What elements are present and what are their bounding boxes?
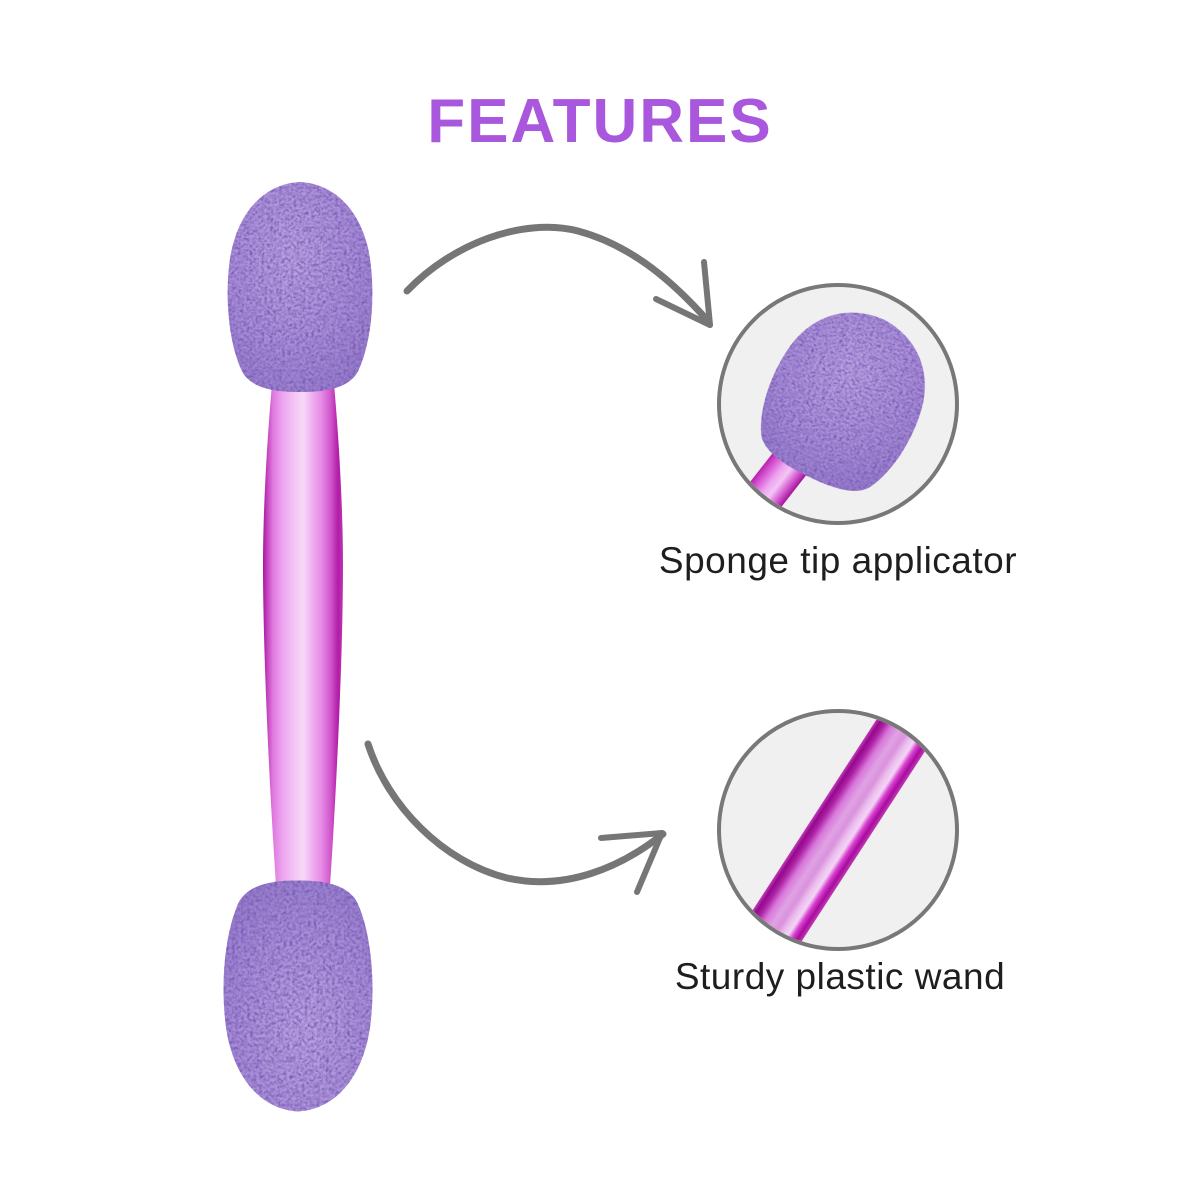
page-title: FEATURES (427, 87, 773, 156)
sponge-tip-top (227, 182, 373, 392)
arrow-to-wand-callout (364, 740, 667, 895)
arrow-to-sponge-callout (403, 223, 713, 328)
closeup-wand-rod (723, 713, 953, 947)
plastic-wand (263, 384, 343, 886)
callout-label-wand: Sturdy plastic wand (674, 956, 1006, 997)
callout-circle-wand (717, 709, 959, 951)
callout-label-sponge-tip: Sponge tip applicator (658, 540, 1018, 581)
product-image (223, 182, 373, 1112)
sponge-tip-bottom (223, 880, 373, 1112)
